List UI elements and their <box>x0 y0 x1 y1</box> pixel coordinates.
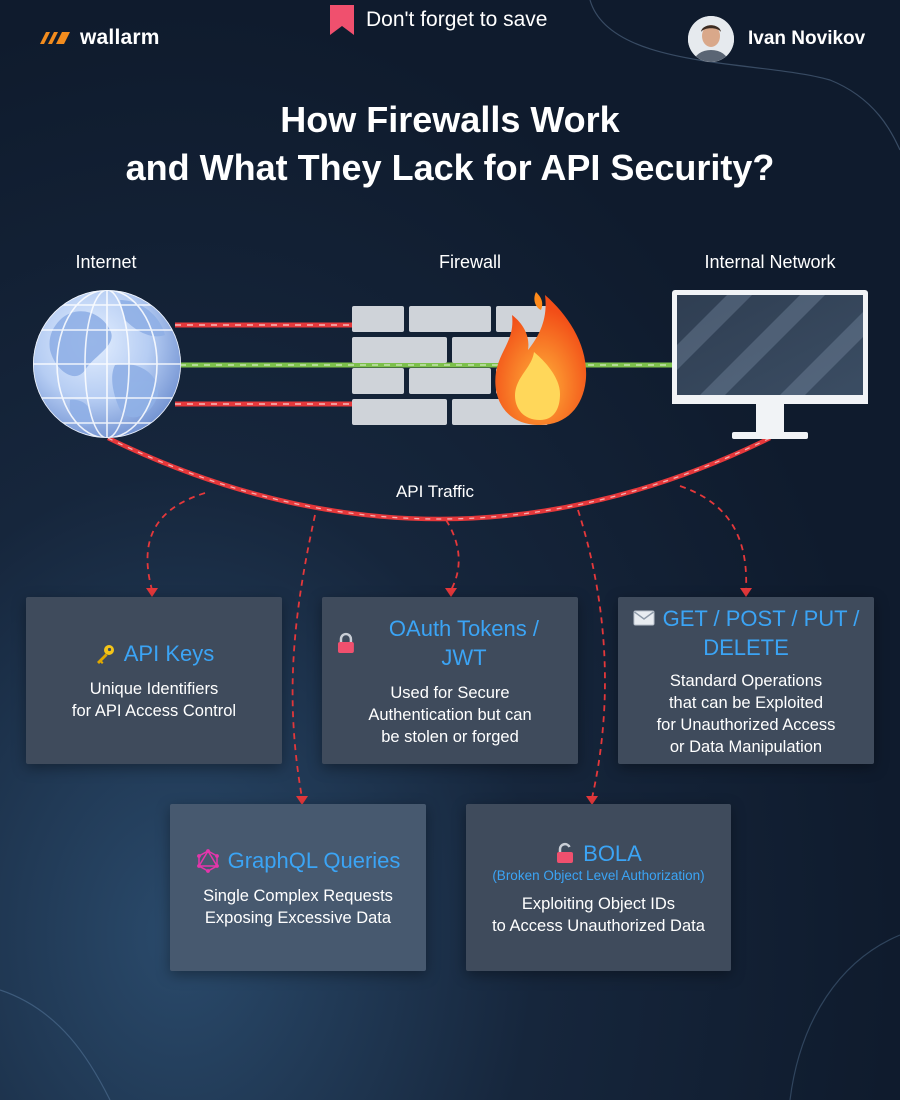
arrow-graphql <box>291 514 316 799</box>
brand-name: wallarm <box>80 26 160 49</box>
card-bola-desc-1: Exploiting Object IDs <box>521 894 676 913</box>
card-methods-desc-3: for Unauthorized Access <box>656 715 836 734</box>
arrowhead-oauth <box>445 588 457 597</box>
card-api-keys-title: API Keys <box>123 641 215 666</box>
card-oauth-desc-3: be stolen or forged <box>381 727 519 746</box>
author-name: Ivan Novikov <box>748 28 866 49</box>
card-graphql-desc-2: Exposing Excessive Data <box>204 909 392 927</box>
card-methods-desc-4: or Data Manipulation <box>669 737 823 756</box>
save-reminder: Don't forget to save <box>330 5 547 35</box>
lock-icon <box>337 632 354 653</box>
brand-logo: wallarm <box>38 26 160 50</box>
card-bola-title: BOLA <box>583 840 642 866</box>
card-oauth-desc-1: Used for Secure <box>390 683 510 702</box>
firewall-label: Firewall <box>438 252 501 272</box>
card-api-keys-desc-1: Unique Identifiers <box>89 680 219 698</box>
arrow-oauth <box>445 519 460 591</box>
card-graphql: GraphQL Queries Single Complex Requests … <box>170 804 426 971</box>
bookmark-icon <box>330 5 354 35</box>
fire-icon <box>495 292 587 425</box>
avatar <box>688 16 734 62</box>
card-methods-desc-2: that can be Exploited <box>668 693 824 712</box>
card-graphql-title: GraphQL Queries <box>227 848 401 873</box>
arrowhead-methods <box>740 588 752 597</box>
card-methods-desc-1: Standard Operations <box>669 671 823 690</box>
card-api-keys-desc-2: for API Access Control <box>71 702 237 720</box>
card-bola-desc-2: to Access Unauthorized Data <box>492 916 705 935</box>
envelope-icon <box>633 610 655 626</box>
internal-network-label: Internal Network <box>704 252 836 272</box>
api-traffic-arc <box>107 435 771 522</box>
card-methods-title-1: GET / POST / PUT / <box>662 605 860 631</box>
author: Ivan Novikov <box>688 16 865 62</box>
card-bola: BOLA (Broken Object Level Authorization)… <box>466 804 731 971</box>
page-title: How Firewalls Work and What They Lack fo… <box>0 96 900 192</box>
monitor-icon <box>672 290 868 439</box>
card-oauth-title: OAuth Tokens / JWT <box>388 615 539 670</box>
globe-icon <box>33 290 181 438</box>
unlock-icon <box>557 842 574 863</box>
card-bola-subtitle: (Broken Object Level Authorization) <box>492 867 705 883</box>
save-reminder-text: Don't forget to save <box>366 8 548 31</box>
internet-label: Internet <box>75 252 137 272</box>
arrow-api-keys <box>146 492 206 591</box>
title-line-2: and What They Lack for API Security? <box>125 147 775 188</box>
arrow-methods <box>679 485 748 591</box>
arrowhead-api-keys <box>146 588 158 597</box>
card-http-methods: GET / POST / PUT / DELETE Standard Opera… <box>618 597 874 764</box>
card-graphql-desc-1: Single Complex Requests <box>203 887 393 905</box>
brick-wall-icon <box>352 306 548 425</box>
arrow-bola <box>577 509 606 799</box>
title-line-1: How Firewalls Work <box>280 99 620 140</box>
card-oauth-desc-2: Authentication but can <box>368 705 532 724</box>
card-methods-title-2: DELETE <box>703 634 789 660</box>
graphql-icon <box>196 848 219 873</box>
wallarm-logo-icon <box>40 32 70 44</box>
key-icon <box>96 644 114 664</box>
card-api-keys: API Keys Unique Identifiers for API Acce… <box>26 597 282 764</box>
api-traffic-label: API Traffic <box>395 482 475 501</box>
card-oauth: OAuth Tokens / JWT Used for Secure Authe… <box>322 597 578 764</box>
